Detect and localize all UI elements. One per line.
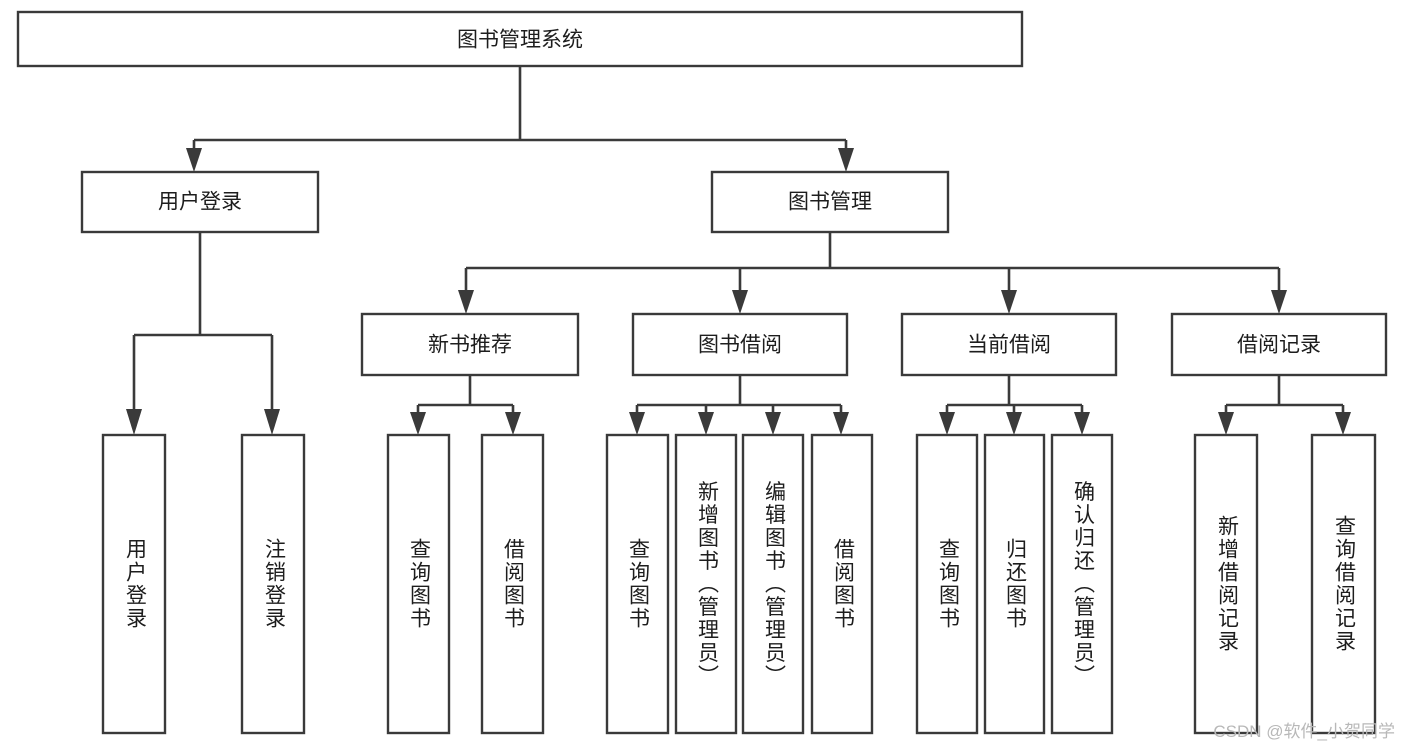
connector-current-borrow-to-leaves xyxy=(945,375,1084,415)
leaf-logout-box[interactable] xyxy=(240,433,306,735)
leaf-user-login-box[interactable] xyxy=(101,433,167,735)
node-new-book-recommend[interactable]: 新书推荐 xyxy=(360,312,580,377)
arrow-to-current-borrow xyxy=(1001,290,1017,314)
arrow-to-leaf-edit-book xyxy=(765,412,781,435)
arrow-to-leaf-add-borrow-record xyxy=(1218,412,1234,435)
node-user-login-box[interactable] xyxy=(80,170,320,234)
leaf-query-book-recommend-box[interactable] xyxy=(386,433,451,735)
connector-root-to-level1 xyxy=(192,66,848,158)
csdn-watermark: CSDN @软件_小贺同学 xyxy=(1213,722,1395,741)
leaf-add-book-label: 新增图书（管理员） xyxy=(695,481,719,688)
connector-new-book-recommend-to-leaves xyxy=(416,375,515,415)
arrow-to-leaf-query-borrow-record xyxy=(1335,412,1351,435)
leaf-borrow-book-recommend-label: 借阅图书 xyxy=(501,538,525,630)
node-book-borrow-label: 图书借阅 xyxy=(698,334,782,357)
leaf-query-book-recommend-label: 查询图书 xyxy=(407,538,431,630)
node-new-book-recommend-box[interactable] xyxy=(360,312,580,377)
leaf-borrow-book[interactable]: 借阅图书 xyxy=(810,433,874,735)
connector-borrow-record-to-leaves xyxy=(1224,375,1345,415)
arrow-to-borrow-record xyxy=(1271,290,1287,314)
leaf-edit-book[interactable]: 编辑图书（管理员） xyxy=(741,433,805,735)
leaf-add-book[interactable]: 新增图书（管理员） xyxy=(674,433,738,735)
node-current-borrow-box[interactable] xyxy=(900,312,1118,377)
leaf-query-book-current-label: 查询图书 xyxy=(936,538,960,630)
leaf-logout[interactable]: 注销登录 xyxy=(240,433,306,735)
arrow-to-leaf-add-book xyxy=(698,412,714,435)
node-current-borrow[interactable]: 当前借阅 xyxy=(900,312,1118,377)
leaf-borrow-book-recommend-box[interactable] xyxy=(480,433,545,735)
leaf-user-login-label: 用户登录 xyxy=(123,538,147,630)
leaf-query-book-borrow-box[interactable] xyxy=(605,433,670,735)
arrow-to-new-book-recommend xyxy=(458,290,474,314)
leaf-query-book-current-box[interactable] xyxy=(915,433,979,735)
arrow-to-book-manage xyxy=(838,148,854,172)
leaf-user-login[interactable]: 用户登录 xyxy=(101,433,167,735)
leaf-return-book-label: 归还图书 xyxy=(1003,538,1027,630)
node-book-manage-box[interactable] xyxy=(710,170,950,234)
leaf-add-borrow-record-box[interactable] xyxy=(1193,433,1259,735)
node-book-borrow[interactable]: 图书借阅 xyxy=(631,312,849,377)
arrow-to-book-borrow xyxy=(732,290,748,314)
leaf-confirm-return-box[interactable] xyxy=(1050,433,1114,735)
leaf-edit-book-label: 编辑图书（管理员） xyxy=(762,481,786,688)
node-current-borrow-label: 当前借阅 xyxy=(967,334,1051,357)
arrow-to-leaf-user-login xyxy=(126,409,142,435)
arrow-to-leaf-logout xyxy=(264,409,280,435)
node-root-box[interactable] xyxy=(16,10,1024,68)
leaf-query-book-recommend[interactable]: 查询图书 xyxy=(386,433,451,735)
node-new-book-recommend-label: 新书推荐 xyxy=(428,334,512,357)
arrow-to-leaf-borrow-book-recommend xyxy=(505,412,521,435)
leaf-return-book[interactable]: 归还图书 xyxy=(983,433,1046,735)
leaf-query-borrow-record-box[interactable] xyxy=(1310,433,1377,735)
leaf-add-book-box[interactable] xyxy=(674,433,738,735)
arrow-to-leaf-return-book xyxy=(1006,412,1022,435)
leaf-edit-book-box[interactable] xyxy=(741,433,805,735)
node-root[interactable]: 图书管理系统 xyxy=(16,10,1024,68)
node-user-login-label: 用户登录 xyxy=(158,191,242,214)
leaf-add-borrow-record-label: 新增借阅记录 xyxy=(1215,515,1239,653)
leaf-query-book-current[interactable]: 查询图书 xyxy=(915,433,979,735)
leaf-borrow-book-label: 借阅图书 xyxy=(831,538,855,630)
leaf-return-book-box[interactable] xyxy=(983,433,1046,735)
node-book-manage[interactable]: 图书管理 xyxy=(710,170,950,234)
leaf-logout-label: 注销登录 xyxy=(262,538,286,630)
arrow-to-leaf-query-book-current xyxy=(939,412,955,435)
leaf-add-borrow-record[interactable]: 新增借阅记录 xyxy=(1193,433,1259,735)
leaf-borrow-book-recommend[interactable]: 借阅图书 xyxy=(480,433,545,735)
node-borrow-record-label: 借阅记录 xyxy=(1237,334,1321,357)
node-book-manage-label: 图书管理 xyxy=(788,191,872,214)
node-user-login[interactable]: 用户登录 xyxy=(80,170,320,234)
connector-book-manage-to-level2 xyxy=(464,232,1281,292)
leaf-query-book-borrow[interactable]: 查询图书 xyxy=(605,433,670,735)
arrow-to-leaf-query-book-recommend xyxy=(410,412,426,435)
connector-user-login-to-leaves xyxy=(132,232,274,412)
leaf-query-borrow-record[interactable]: 查询借阅记录 xyxy=(1310,433,1377,735)
leaf-query-book-borrow-label: 查询图书 xyxy=(626,538,650,630)
node-borrow-record[interactable]: 借阅记录 xyxy=(1170,312,1388,377)
arrow-to-leaf-confirm-return xyxy=(1074,412,1090,435)
node-book-borrow-box[interactable] xyxy=(631,312,849,377)
leaf-confirm-return-label: 确认归还（管理员） xyxy=(1071,481,1095,688)
arrow-to-leaf-query-book-borrow xyxy=(629,412,645,435)
leaf-query-borrow-record-label: 查询借阅记录 xyxy=(1332,515,1356,653)
connector-book-borrow-to-leaves xyxy=(635,375,843,415)
leaf-confirm-return[interactable]: 确认归还（管理员） xyxy=(1050,433,1114,735)
leaf-borrow-book-box[interactable] xyxy=(810,433,874,735)
arrow-to-user-login xyxy=(186,148,202,172)
node-root-label: 图书管理系统 xyxy=(457,29,583,52)
arrow-to-leaf-borrow-book xyxy=(833,412,849,435)
connector-layer xyxy=(126,66,1351,435)
node-borrow-record-box[interactable] xyxy=(1170,312,1388,377)
